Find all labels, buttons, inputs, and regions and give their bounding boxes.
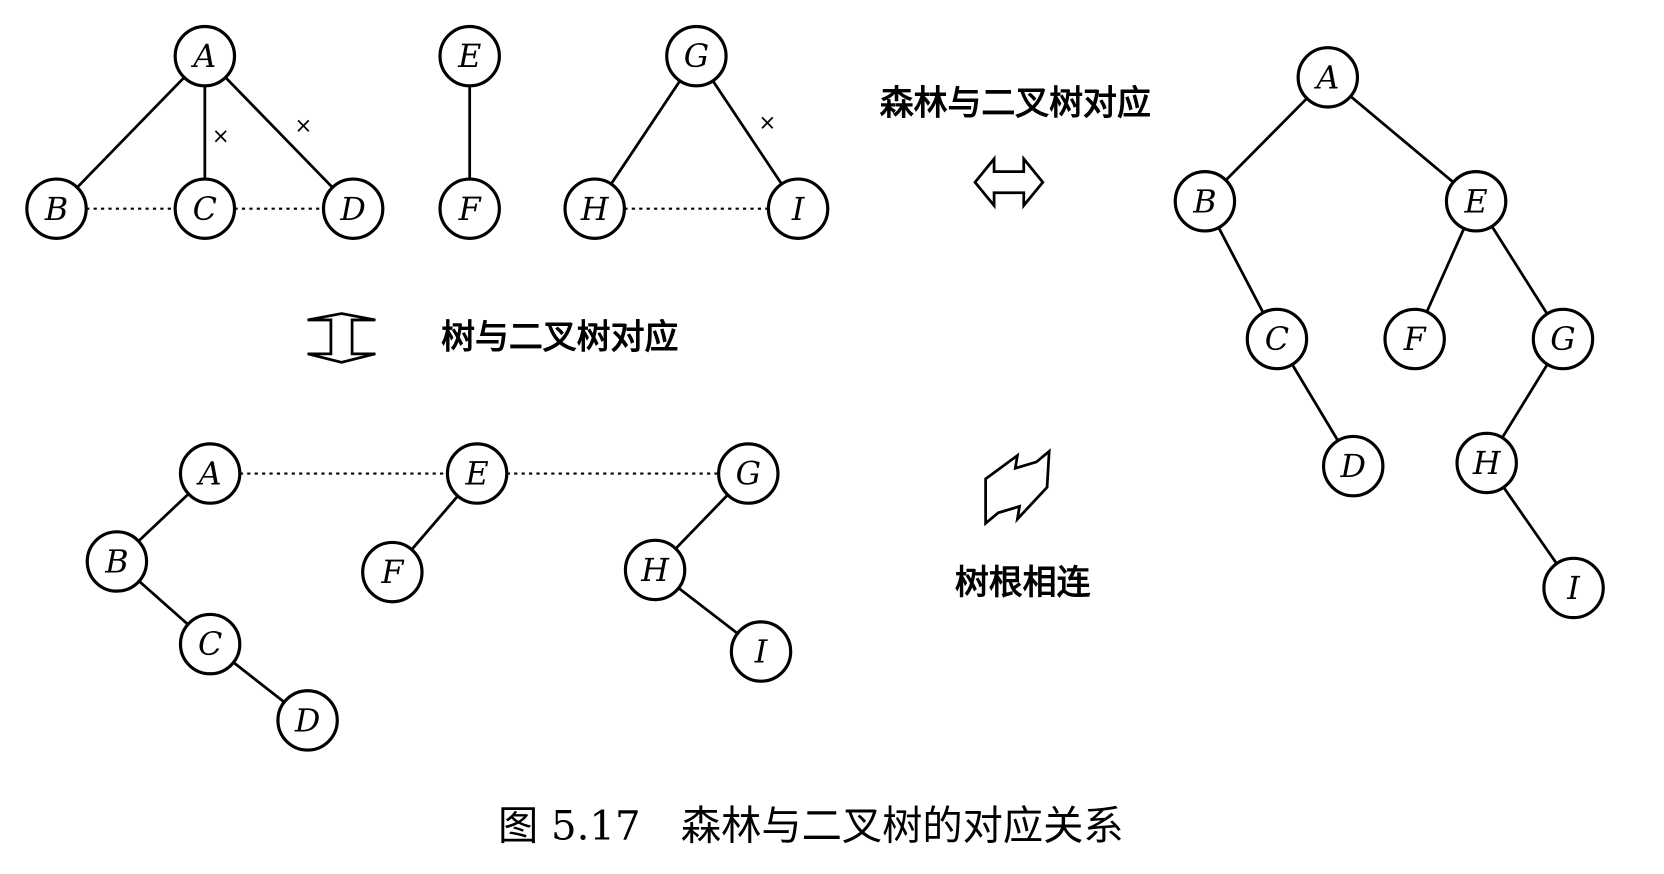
node-label: D xyxy=(294,703,320,739)
node-label: D xyxy=(1339,449,1365,485)
forest-node-f: F xyxy=(438,177,501,240)
node-circle xyxy=(173,177,237,240)
node-circle xyxy=(173,24,237,88)
node-label: E xyxy=(1464,184,1488,220)
node-label: A xyxy=(196,457,222,493)
node-circle xyxy=(438,177,501,240)
forest-binary-label: 森林与二叉树对应 xyxy=(880,83,1151,122)
root-connect-label: 树根相连 xyxy=(955,563,1091,602)
node-circle xyxy=(1383,307,1446,371)
node-circle xyxy=(85,530,149,593)
binary-trees-node-f: F xyxy=(361,540,424,604)
combined-binary-tree-node-g: G xyxy=(1531,307,1595,371)
figure-caption: 图 5.17 森林与二叉树的对应关系 xyxy=(498,803,1124,849)
node-label: F xyxy=(380,555,404,591)
binary-trees-node-d: D xyxy=(276,689,339,752)
node-circle xyxy=(766,177,830,240)
binary-trees-node-g: G xyxy=(717,442,780,505)
node-label: I xyxy=(1566,571,1581,607)
node-label: C xyxy=(198,627,222,663)
combined-binary-tree-node-a: A xyxy=(1296,46,1360,109)
forest-node-a: A xyxy=(173,24,237,88)
node-circle xyxy=(623,538,687,602)
binary-trees-node-h: H xyxy=(623,538,687,602)
combined-binary-tree-node-i: I xyxy=(1542,556,1605,620)
node-label: B xyxy=(104,545,128,581)
node-circle xyxy=(1321,434,1385,498)
node-circle xyxy=(717,442,780,505)
node-label: D xyxy=(339,192,365,228)
node-label: H xyxy=(640,553,670,589)
node-circle xyxy=(445,442,509,505)
node-circle xyxy=(25,177,88,240)
vertical-double-arrow-icon xyxy=(307,312,376,364)
node-label: I xyxy=(754,635,769,671)
cross-mark-a-d: × xyxy=(294,113,312,138)
node-circle xyxy=(729,620,793,683)
node-circle xyxy=(178,442,242,505)
forest-edge-a-b xyxy=(55,55,206,210)
binary-trees-node-e: E xyxy=(445,442,509,505)
node-label: B xyxy=(1192,184,1216,220)
combined-binary-tree-node-c: C xyxy=(1245,307,1309,371)
binary-trees-node-b: B xyxy=(85,530,149,593)
binary-trees-node-a: A xyxy=(178,442,242,505)
horizontal-double-arrow-icon xyxy=(973,155,1045,210)
diagonal-double-arrow-icon xyxy=(984,448,1051,527)
node-label: A xyxy=(190,39,216,75)
node-label: C xyxy=(193,192,217,228)
forest-node-c: C xyxy=(173,177,237,240)
node-circle xyxy=(361,540,424,604)
node-label: H xyxy=(580,192,610,228)
node-label: G xyxy=(1550,322,1575,358)
node-label: I xyxy=(791,192,806,228)
combined-binary-tree-edge-a-e xyxy=(1326,76,1477,203)
forest-node-h: H xyxy=(563,177,626,240)
node-label: E xyxy=(457,39,481,75)
combined-binary-tree-node-e: E xyxy=(1444,170,1508,233)
node-label: G xyxy=(684,39,709,75)
node-label: A xyxy=(1313,60,1339,96)
binary-trees-node-i: I xyxy=(729,620,793,683)
combined-binary-tree-node-f: F xyxy=(1383,307,1446,371)
node-circle xyxy=(665,24,728,88)
combined-binary-tree-node-d: D xyxy=(1321,434,1385,498)
node-label: B xyxy=(44,192,68,228)
node-circle xyxy=(563,177,626,240)
node-circle xyxy=(178,612,242,676)
node-label: F xyxy=(458,192,482,228)
node-circle xyxy=(1542,556,1605,620)
node-circle xyxy=(1444,170,1508,233)
binary-trees-node-c: C xyxy=(178,612,242,676)
node-label: H xyxy=(1472,446,1502,482)
forest-edge-a-d xyxy=(203,55,355,210)
combined-binary-tree-node-b: B xyxy=(1173,170,1237,233)
tree-binary-label: 树与二叉树对应 xyxy=(441,317,678,356)
cross-mark-g-i: × xyxy=(759,109,777,134)
forest-node-g: G xyxy=(665,24,728,88)
node-circle xyxy=(438,24,501,88)
node-label: G xyxy=(736,457,761,493)
node-circle xyxy=(1173,170,1237,233)
forest-node-d: D xyxy=(321,177,385,240)
node-circle xyxy=(1245,307,1309,371)
node-circle xyxy=(1296,46,1360,109)
cross-mark-a-c: × xyxy=(212,123,230,148)
node-label: F xyxy=(1403,322,1427,358)
forest-node-b: B xyxy=(25,177,88,240)
node-circle xyxy=(1455,431,1518,495)
node-label: C xyxy=(1265,322,1289,358)
node-circle xyxy=(276,689,339,752)
node-circle xyxy=(1531,307,1595,371)
forest-node-e: E xyxy=(438,24,501,88)
node-label: E xyxy=(465,457,489,493)
node-circle xyxy=(321,177,385,240)
forest-node-i: I xyxy=(766,177,830,240)
combined-binary-tree-node-h: H xyxy=(1455,431,1518,495)
